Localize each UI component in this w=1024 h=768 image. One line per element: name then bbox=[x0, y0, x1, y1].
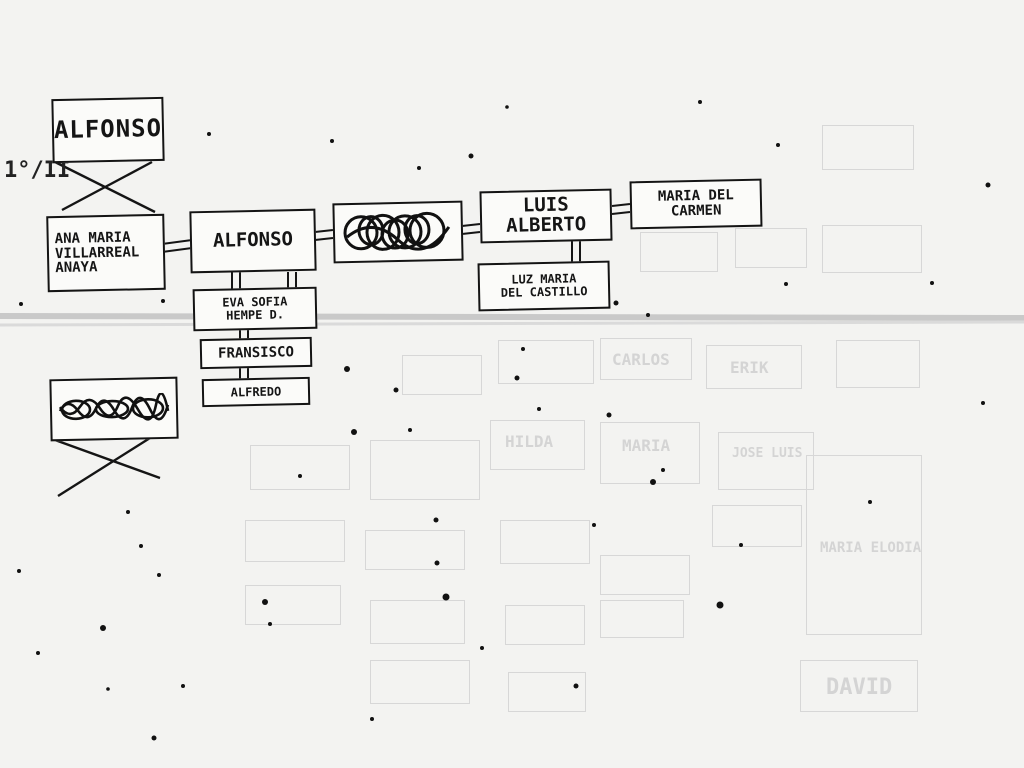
ghost-box bbox=[245, 585, 341, 625]
scribble-out-mark bbox=[58, 392, 170, 421]
node-alfonso-top: ALFONSO bbox=[51, 96, 165, 164]
node-ana-maria: ANA MARIA VILLARREAL ANAYA bbox=[46, 213, 166, 293]
ghost-label: CARLOS bbox=[612, 350, 670, 369]
node-label-line: CARMEN bbox=[670, 202, 722, 220]
ghost-box bbox=[370, 600, 465, 644]
node-label: FRANSISCO bbox=[217, 343, 295, 362]
ghost-label: MARIA bbox=[622, 436, 671, 455]
node-label: ALFREDO bbox=[230, 384, 282, 400]
ghost-label: MARIA ELODIA bbox=[820, 540, 922, 556]
ghost-box bbox=[640, 232, 718, 272]
node-alfredo: ALFREDO bbox=[201, 376, 311, 408]
ghost-box bbox=[806, 455, 922, 635]
scribble-out-mark bbox=[343, 211, 451, 251]
node-label-line: ALBERTO bbox=[505, 213, 587, 237]
ghost-box bbox=[365, 530, 465, 570]
ghost-box bbox=[370, 440, 480, 500]
node-luz-maria: LUZ MARIA DEL CASTILLO bbox=[477, 260, 611, 312]
node-redacted-left bbox=[49, 376, 179, 442]
node-label-line: DEL CASTILLO bbox=[500, 284, 588, 300]
ghost-box bbox=[370, 660, 470, 704]
node-alfonso-mid: ALFONSO bbox=[189, 208, 317, 274]
ghost-box bbox=[800, 660, 918, 712]
ghost-box bbox=[836, 340, 920, 388]
ghost-box bbox=[600, 600, 684, 638]
ghost-box bbox=[245, 520, 345, 562]
ghost-box bbox=[498, 340, 594, 384]
ghost-box bbox=[718, 432, 814, 490]
node-fransisco: FRANSISCO bbox=[199, 336, 313, 370]
ghost-box bbox=[735, 228, 807, 268]
node-maria-del-carmen: MARIA DEL CARMEN bbox=[629, 178, 763, 230]
ghost-box bbox=[600, 338, 692, 380]
ghost-box bbox=[712, 505, 802, 547]
ghost-box bbox=[402, 355, 482, 395]
ghost-box bbox=[505, 605, 585, 645]
node-label-line: HEMPE D. bbox=[226, 307, 285, 323]
ghost-label: ERIK bbox=[730, 358, 769, 377]
ghost-label: DAVID bbox=[826, 675, 893, 700]
ghost-box bbox=[706, 345, 802, 389]
ghost-box bbox=[822, 225, 922, 273]
node-luis-alberto: LUIS ALBERTO bbox=[479, 188, 613, 244]
ghost-box bbox=[508, 672, 586, 712]
ghost-box bbox=[600, 422, 700, 484]
node-label-line: ANAYA bbox=[55, 259, 98, 277]
ghost-box bbox=[500, 520, 590, 564]
node-label: ALFONSO bbox=[212, 228, 294, 252]
ghost-label: HILDA bbox=[505, 432, 554, 451]
node-eva-sofia: EVA SOFIA HEMPE D. bbox=[192, 286, 318, 332]
ghost-label: JOSE LUIS bbox=[732, 446, 803, 461]
node-label: ALFONSO bbox=[53, 114, 163, 145]
ghost-box bbox=[822, 125, 914, 170]
ghost-box bbox=[490, 420, 585, 470]
ghost-box bbox=[600, 555, 690, 595]
ghost-box bbox=[250, 445, 350, 490]
node-redacted-center bbox=[332, 200, 464, 264]
